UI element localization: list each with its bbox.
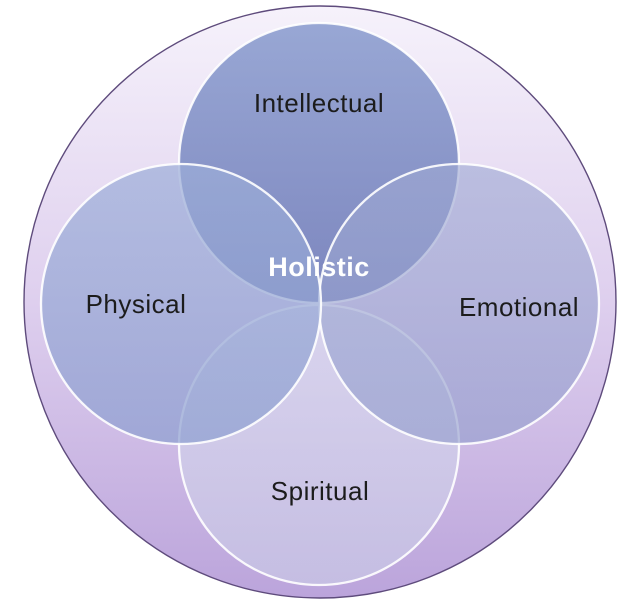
label-physical: Physical xyxy=(86,289,187,319)
label-emotional: Emotional xyxy=(459,292,579,322)
circle-physical xyxy=(39,162,323,446)
label-spiritual: Spiritual xyxy=(271,476,369,506)
label-holistic-center: Holistic xyxy=(268,252,370,282)
label-intellectual: Intellectual xyxy=(254,88,384,118)
